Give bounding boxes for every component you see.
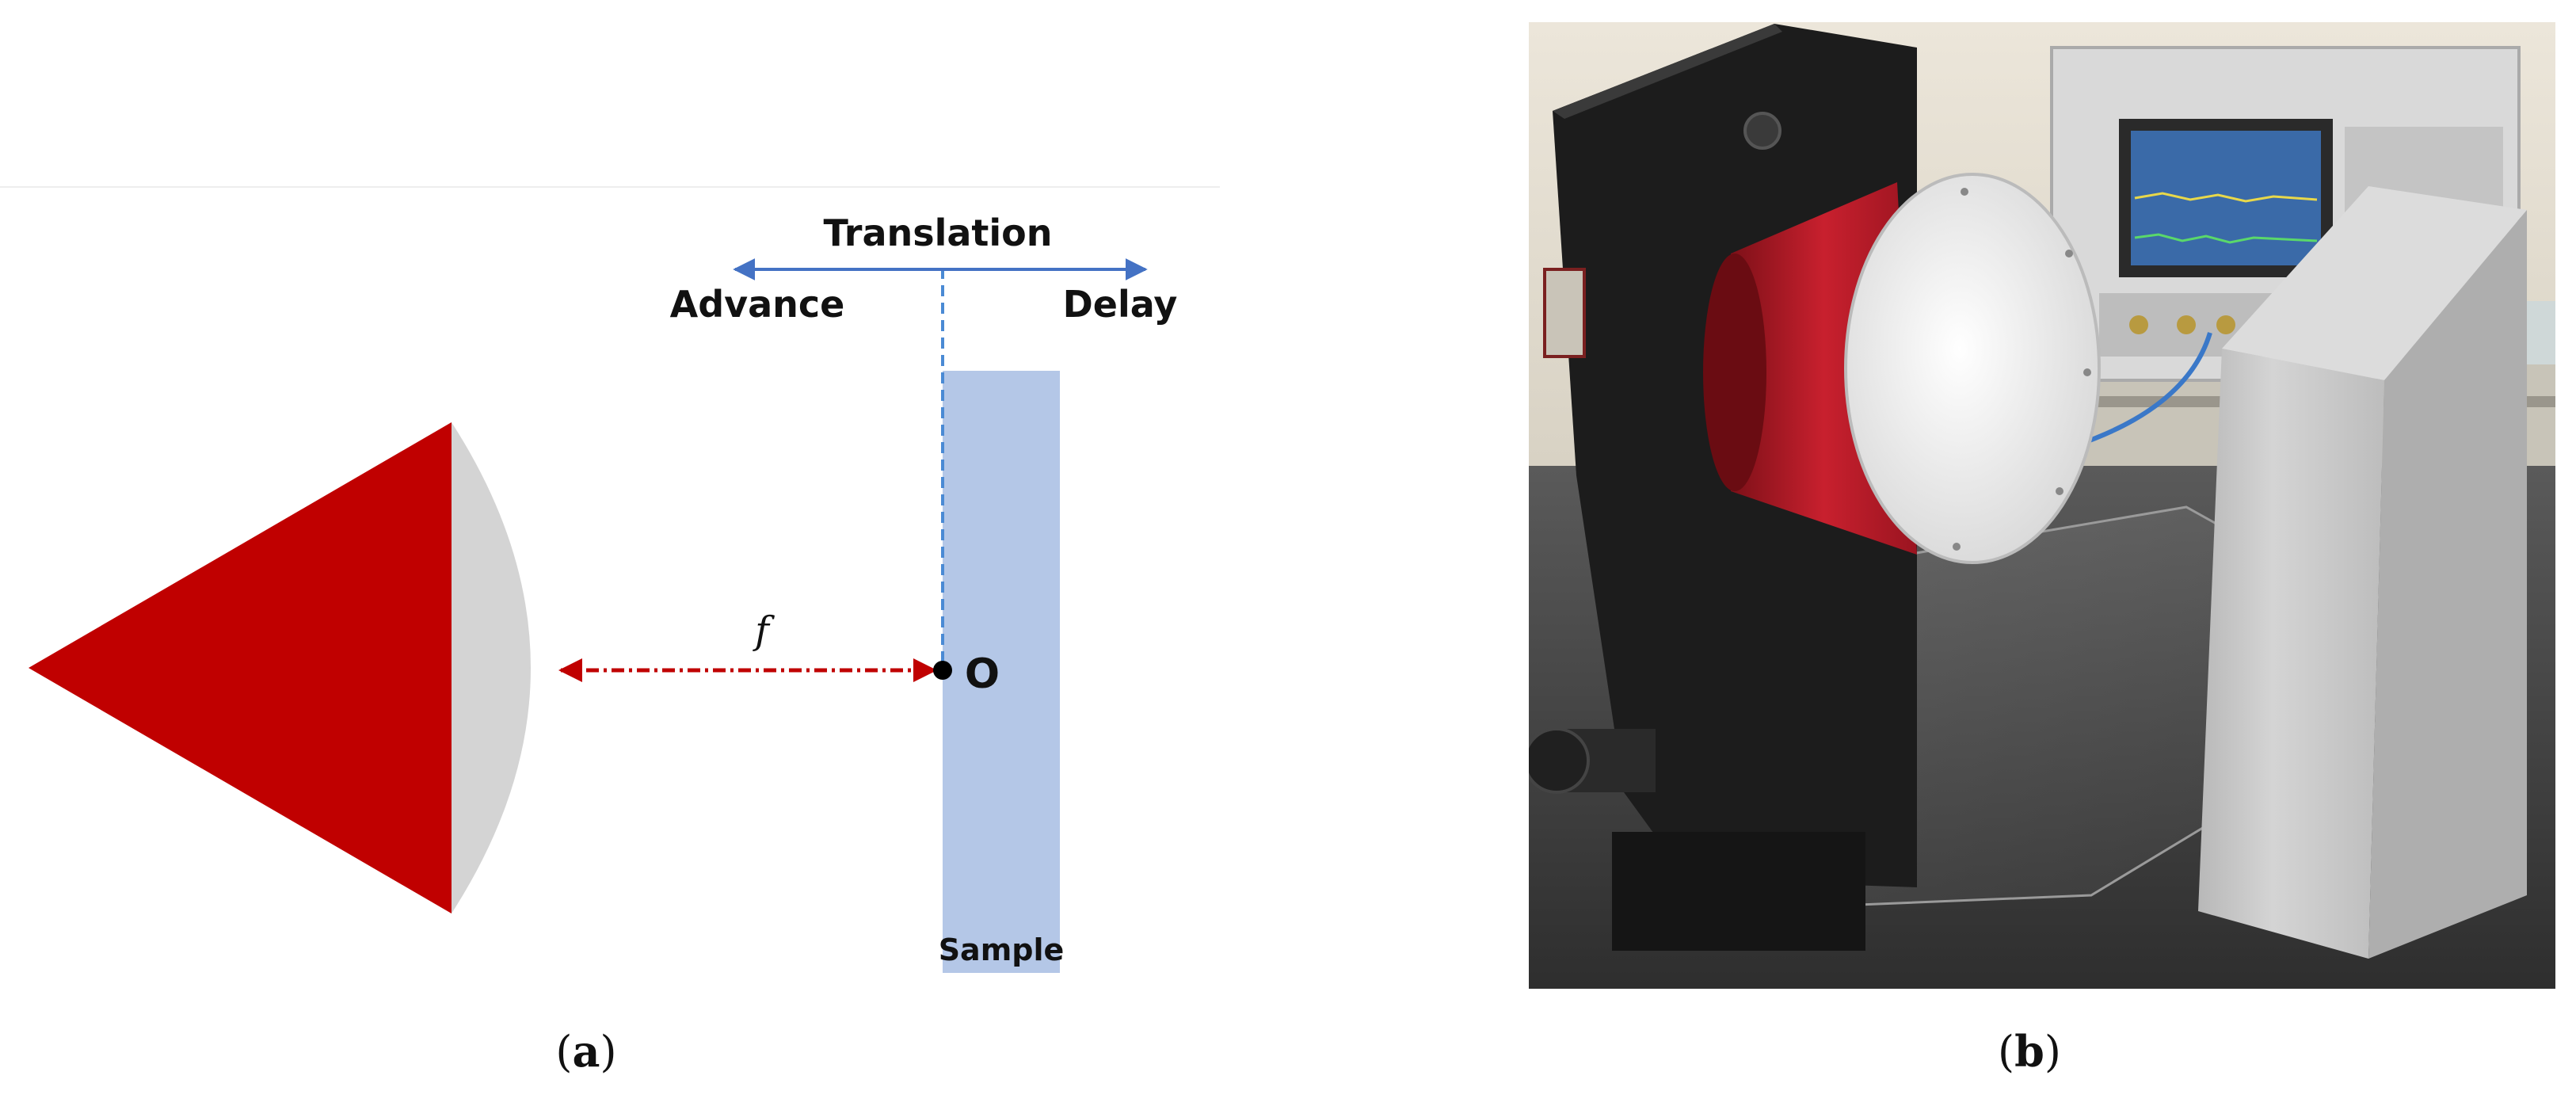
- horn-antenna: [29, 422, 452, 913]
- lens-screw-3: [2083, 368, 2091, 376]
- horn-back-flange: [1703, 254, 1766, 491]
- lens-screw-4: [2056, 487, 2063, 495]
- origin-point: [933, 661, 952, 680]
- analyzer-port-3: [2216, 315, 2235, 334]
- advance-label: Advance: [670, 283, 845, 326]
- delay-label: Delay: [1063, 283, 1178, 326]
- panel-knob: [1743, 112, 1781, 150]
- sample-block: [943, 371, 1060, 973]
- lens-screw-5: [1953, 543, 1961, 551]
- concrete-block-front: [2198, 349, 2384, 959]
- stepper-knob: [1529, 727, 1590, 794]
- analyzer-trace-green: [2134, 233, 2318, 244]
- translation-label: Translation: [823, 212, 1052, 254]
- white-lens: [1844, 173, 2101, 564]
- left-clamp: [1543, 268, 1586, 358]
- sample-label: Sample: [939, 932, 1065, 967]
- analyzer-trace-yellow: [2134, 192, 2318, 203]
- origin-label: O: [965, 650, 1000, 698]
- support-base: [1612, 832, 1865, 951]
- caption-b: (b): [1998, 1026, 2061, 1077]
- analyzer-port-2: [2177, 315, 2196, 334]
- analyzer-port-1: [2129, 315, 2148, 334]
- dielectric-lens: [452, 422, 531, 913]
- concrete-block-side: [2368, 210, 2527, 959]
- lens-screw-2: [2065, 250, 2073, 257]
- support-panel-edge: [1553, 24, 1782, 119]
- caption-a: (a): [555, 1026, 616, 1077]
- panel-a-diagram: Sample Translation Advance Delay f O (a): [0, 186, 1220, 1077]
- lens-screw-1: [1961, 188, 1968, 196]
- concrete-block-top: [2222, 186, 2527, 380]
